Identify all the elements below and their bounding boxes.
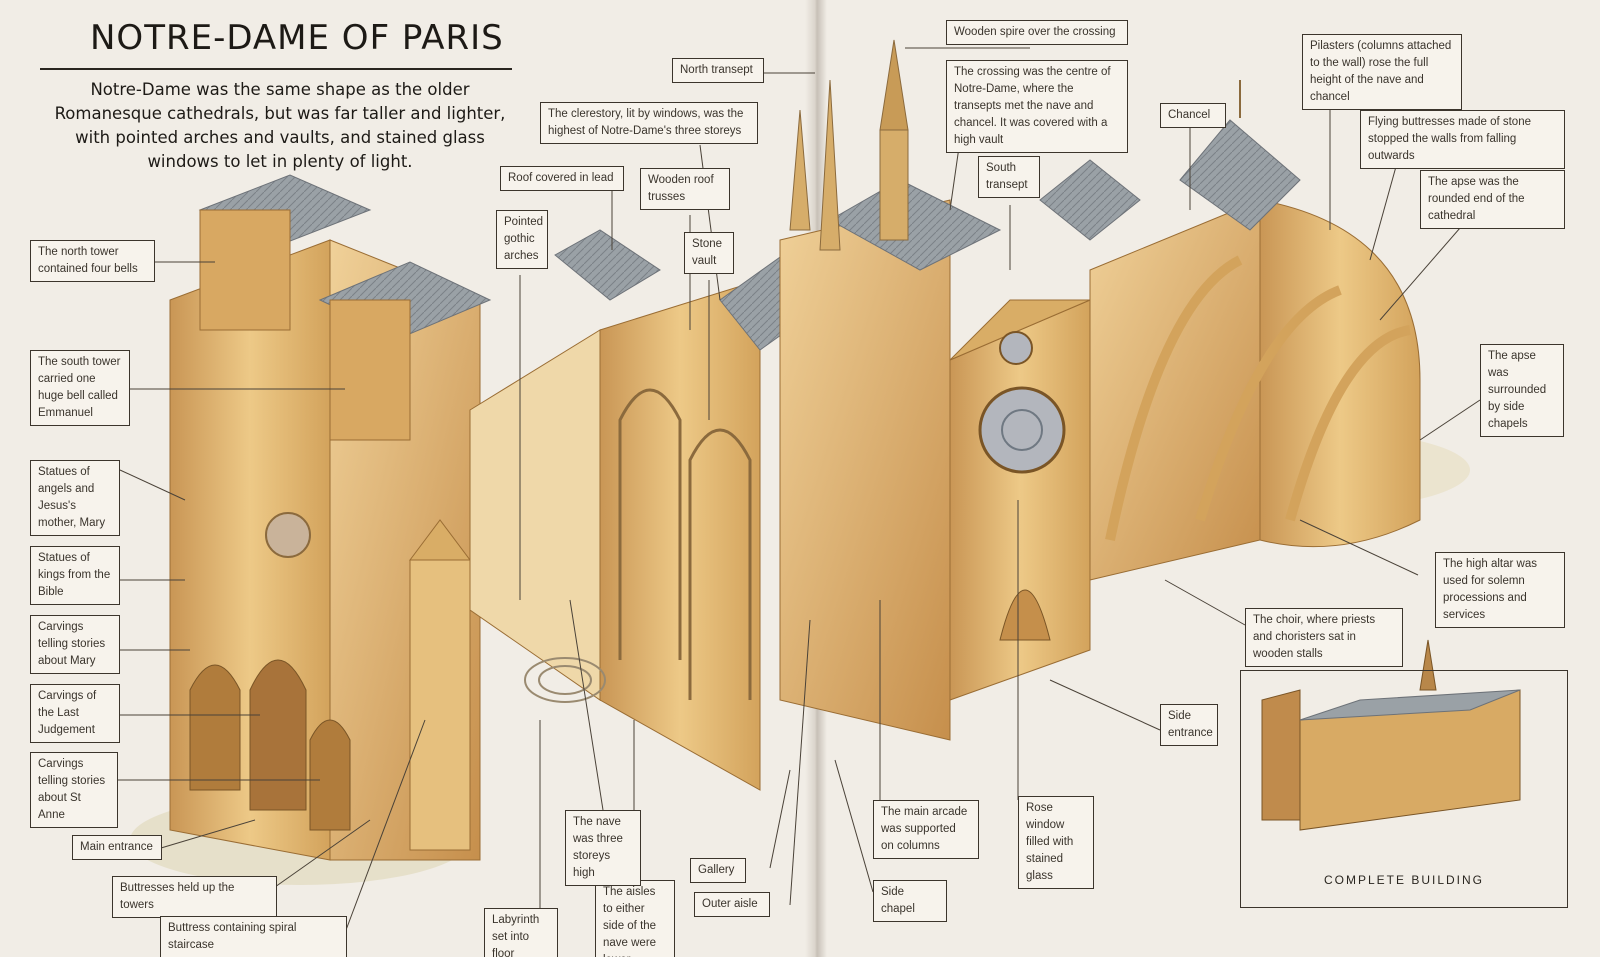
label-apse-chapels: The apse was surrounded by side chapels [1480, 344, 1564, 437]
label-main-entrance: Main entrance [72, 835, 162, 860]
label-choir: The choir, where priests and choristers … [1245, 608, 1403, 667]
west-facade-illustration [169, 174, 492, 861]
label-flying-buttresses: Flying buttresses made of stone stopped … [1360, 110, 1565, 169]
label-roof-trusses: Wooden roof trusses [640, 168, 730, 210]
label-carvings-judgement: Carvings of the Last Judgement [30, 684, 120, 743]
label-nave-storeys: The nave was three storeys high [565, 810, 641, 886]
inset-frame [1240, 670, 1568, 908]
label-main-arcade: The main arcade was supported on columns [873, 800, 979, 859]
label-rose-window: Rose window filled with stained glass [1018, 796, 1094, 889]
label-side-chapel: Side chapel [873, 880, 947, 922]
label-pilasters: Pilasters (columns attached to the wall)… [1302, 34, 1462, 110]
label-chancel: Chancel [1160, 103, 1226, 128]
label-side-entrance: Side entrance [1160, 704, 1218, 746]
crossing-illustration [779, 39, 1002, 741]
label-high-altar: The high altar was used for solemn proce… [1435, 552, 1565, 628]
label-spire: Wooden spire over the crossing [946, 20, 1128, 45]
label-statues-kings: Statues of kings from the Bible [30, 546, 120, 605]
label-gallery: Gallery [690, 858, 746, 883]
label-clerestory: The clerestory, lit by windows, was the … [540, 102, 758, 144]
label-buttresses-towers: Buttresses held up the towers [112, 876, 277, 918]
label-statues-angels: Statues of angels and Jesus's mother, Ma… [30, 460, 120, 536]
title-rule [40, 68, 512, 70]
label-stone-vault: Stone vault [684, 232, 734, 274]
chancel-apse-illustration [1039, 80, 1421, 581]
intro-paragraph: Notre-Dame was the same shape as the old… [54, 80, 506, 171]
label-apse-rounded: The apse was the rounded end of the cath… [1420, 170, 1565, 229]
label-pointed-arches: Pointed gothic arches [496, 210, 548, 269]
label-north-tower: The north tower contained four bells [30, 240, 155, 282]
label-roof-lead: Roof covered in lead [500, 166, 624, 191]
inset-complete-building-illustration [1261, 639, 1521, 831]
south-transept-illustration [949, 299, 1091, 701]
nave-illustration [469, 229, 831, 791]
label-north-transept: North transept [672, 58, 764, 83]
label-outer-aisle: Outer aisle [694, 892, 770, 917]
label-aisles-lower: The aisles to either side of the nave we… [595, 880, 675, 957]
label-south-transept: South transept [978, 156, 1040, 198]
label-labyrinth: Labyrinth set into floor [484, 908, 558, 957]
label-carvings-st-anne: Carvings telling stories about St Anne [30, 752, 118, 828]
label-buttress-staircase: Buttress containing spiral staircase [160, 916, 347, 957]
inset-caption: COMPLETE BUILDING [1323, 873, 1485, 887]
label-south-tower: The south tower carried one huge bell ca… [30, 350, 130, 426]
label-carvings-mary: Carvings telling stories about Mary [30, 615, 120, 674]
label-crossing: The crossing was the centre of Notre-Dam… [946, 60, 1128, 153]
page-title: NOTRE-DAME OF PARIS [90, 18, 504, 58]
